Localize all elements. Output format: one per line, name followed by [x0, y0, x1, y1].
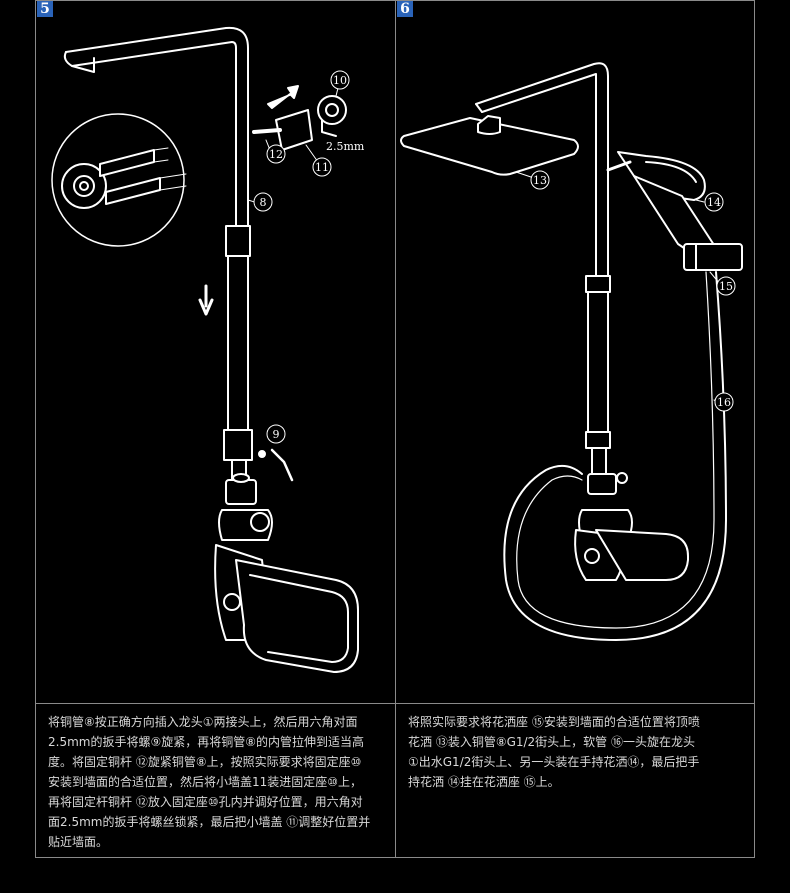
callout-15: 15 [719, 280, 733, 293]
step-6-illustration: 13 14 15 16 [400, 62, 743, 641]
callout-12: 12 [269, 148, 283, 161]
step-6-line: 花洒 ⑬装入铜管⑧G1/2街头上，软管 ⑯一头旋在龙头 [408, 735, 695, 749]
step-5-line: 面2.5mm的扳手将螺丝锁紧，最后把小墙盖 ⑪调整好位置并 [48, 815, 371, 829]
step-6-line: 将照实际要求将花洒座 ⑮安装到墙面的合适位置将顶喷 [408, 715, 700, 729]
step-6-line: ①出水G1/2街头上、另一头装在手持花洒⑭，最后把手 [408, 755, 700, 769]
step-6-badge: 6 [397, 1, 413, 17]
step-6-line: 持花洒 ⑭挂在花洒座 ⑮上。 [408, 775, 560, 789]
step-5-line: 2.5mm的扳手将螺⑨旋紧，再将铜管⑧的内管拉伸到适当高 [48, 735, 364, 749]
step-5-line: 安装到墙面的合适位置，然后将小墙盖11装进固定座⑩上， [48, 775, 363, 789]
step-5-line: 贴近墙面。 [48, 835, 109, 849]
step-5-line: 度。将固定铜杆 ⑫旋紧铜管⑧上，按照实际要求将固定座⑩ [48, 755, 362, 769]
callout-spec: 2.5mm [326, 140, 365, 153]
callout-14: 14 [707, 196, 721, 209]
step-6-description: 将照实际要求将花洒座 ⑮安装到墙面的合适位置将顶喷 花洒 ⑬装入铜管⑧G1/2街… [408, 712, 748, 792]
step-5-line: 再将固定杆铜杆 ⑫放入固定座⑩孔内并调好位置，用六角对 [48, 795, 363, 809]
panel-divider-horizontal [35, 703, 755, 704]
callout-13: 13 [533, 174, 547, 187]
step-5-illustration: 8 12 11 10 2.5mm 9 [51, 26, 365, 673]
step-5-line: 将铜管⑧按正确方向插入龙头①两接头上，然后用六角对面 [48, 715, 358, 729]
callout-9: 9 [273, 428, 280, 441]
panel-divider-vertical [395, 0, 396, 858]
callout-10: 10 [333, 74, 347, 87]
callout-16: 16 [717, 396, 731, 409]
callout-11: 11 [315, 161, 329, 174]
callout-8: 8 [260, 196, 267, 209]
step-5-badge: 5 [37, 1, 53, 17]
step-5-description: 将铜管⑧按正确方向插入龙头①两接头上，然后用六角对面 2.5mm的扳手将螺⑨旋紧… [48, 712, 388, 852]
